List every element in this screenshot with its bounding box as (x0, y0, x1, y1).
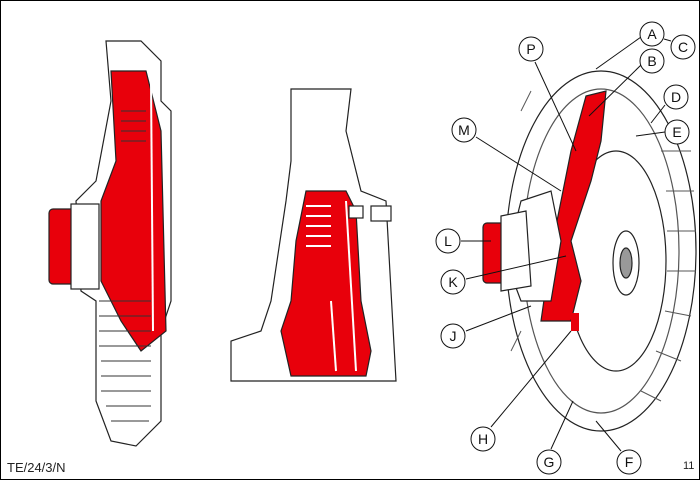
callout-E: E (664, 119, 690, 145)
svg-text:P: P (526, 41, 535, 57)
svg-text:C: C (678, 39, 688, 55)
leader-lines (461, 36, 672, 452)
callout-H: H (470, 426, 496, 452)
left-cutaway-view (48, 40, 172, 447)
callout-K: K (440, 269, 466, 295)
callout-D: D (663, 84, 689, 110)
svg-text:G: G (544, 454, 555, 470)
callout-L: L (435, 228, 461, 254)
callout-F: F (616, 449, 642, 475)
figure-number: 11 (683, 460, 695, 472)
callout-A: A (639, 21, 665, 47)
reference-code: TE/24/3/N (7, 460, 66, 475)
svg-text:E: E (672, 124, 681, 140)
callout-B: B (639, 48, 665, 74)
callout-P: P (518, 36, 544, 62)
svg-text:M: M (458, 122, 470, 138)
right-perspective-view (482, 70, 697, 432)
svg-text:B: B (647, 53, 656, 69)
svg-text:J: J (450, 328, 457, 344)
svg-text:H: H (478, 431, 488, 447)
svg-text:A: A (647, 26, 657, 42)
callout-G: G (536, 449, 562, 475)
middle-enlarged-cutaway (230, 88, 397, 382)
svg-text:D: D (671, 89, 681, 105)
svg-text:F: F (625, 454, 634, 470)
svg-text:K: K (448, 274, 458, 290)
callout-M: M (451, 117, 477, 143)
callout-C: C (670, 34, 696, 60)
callout-J: J (440, 323, 466, 349)
svg-text:L: L (444, 233, 452, 249)
